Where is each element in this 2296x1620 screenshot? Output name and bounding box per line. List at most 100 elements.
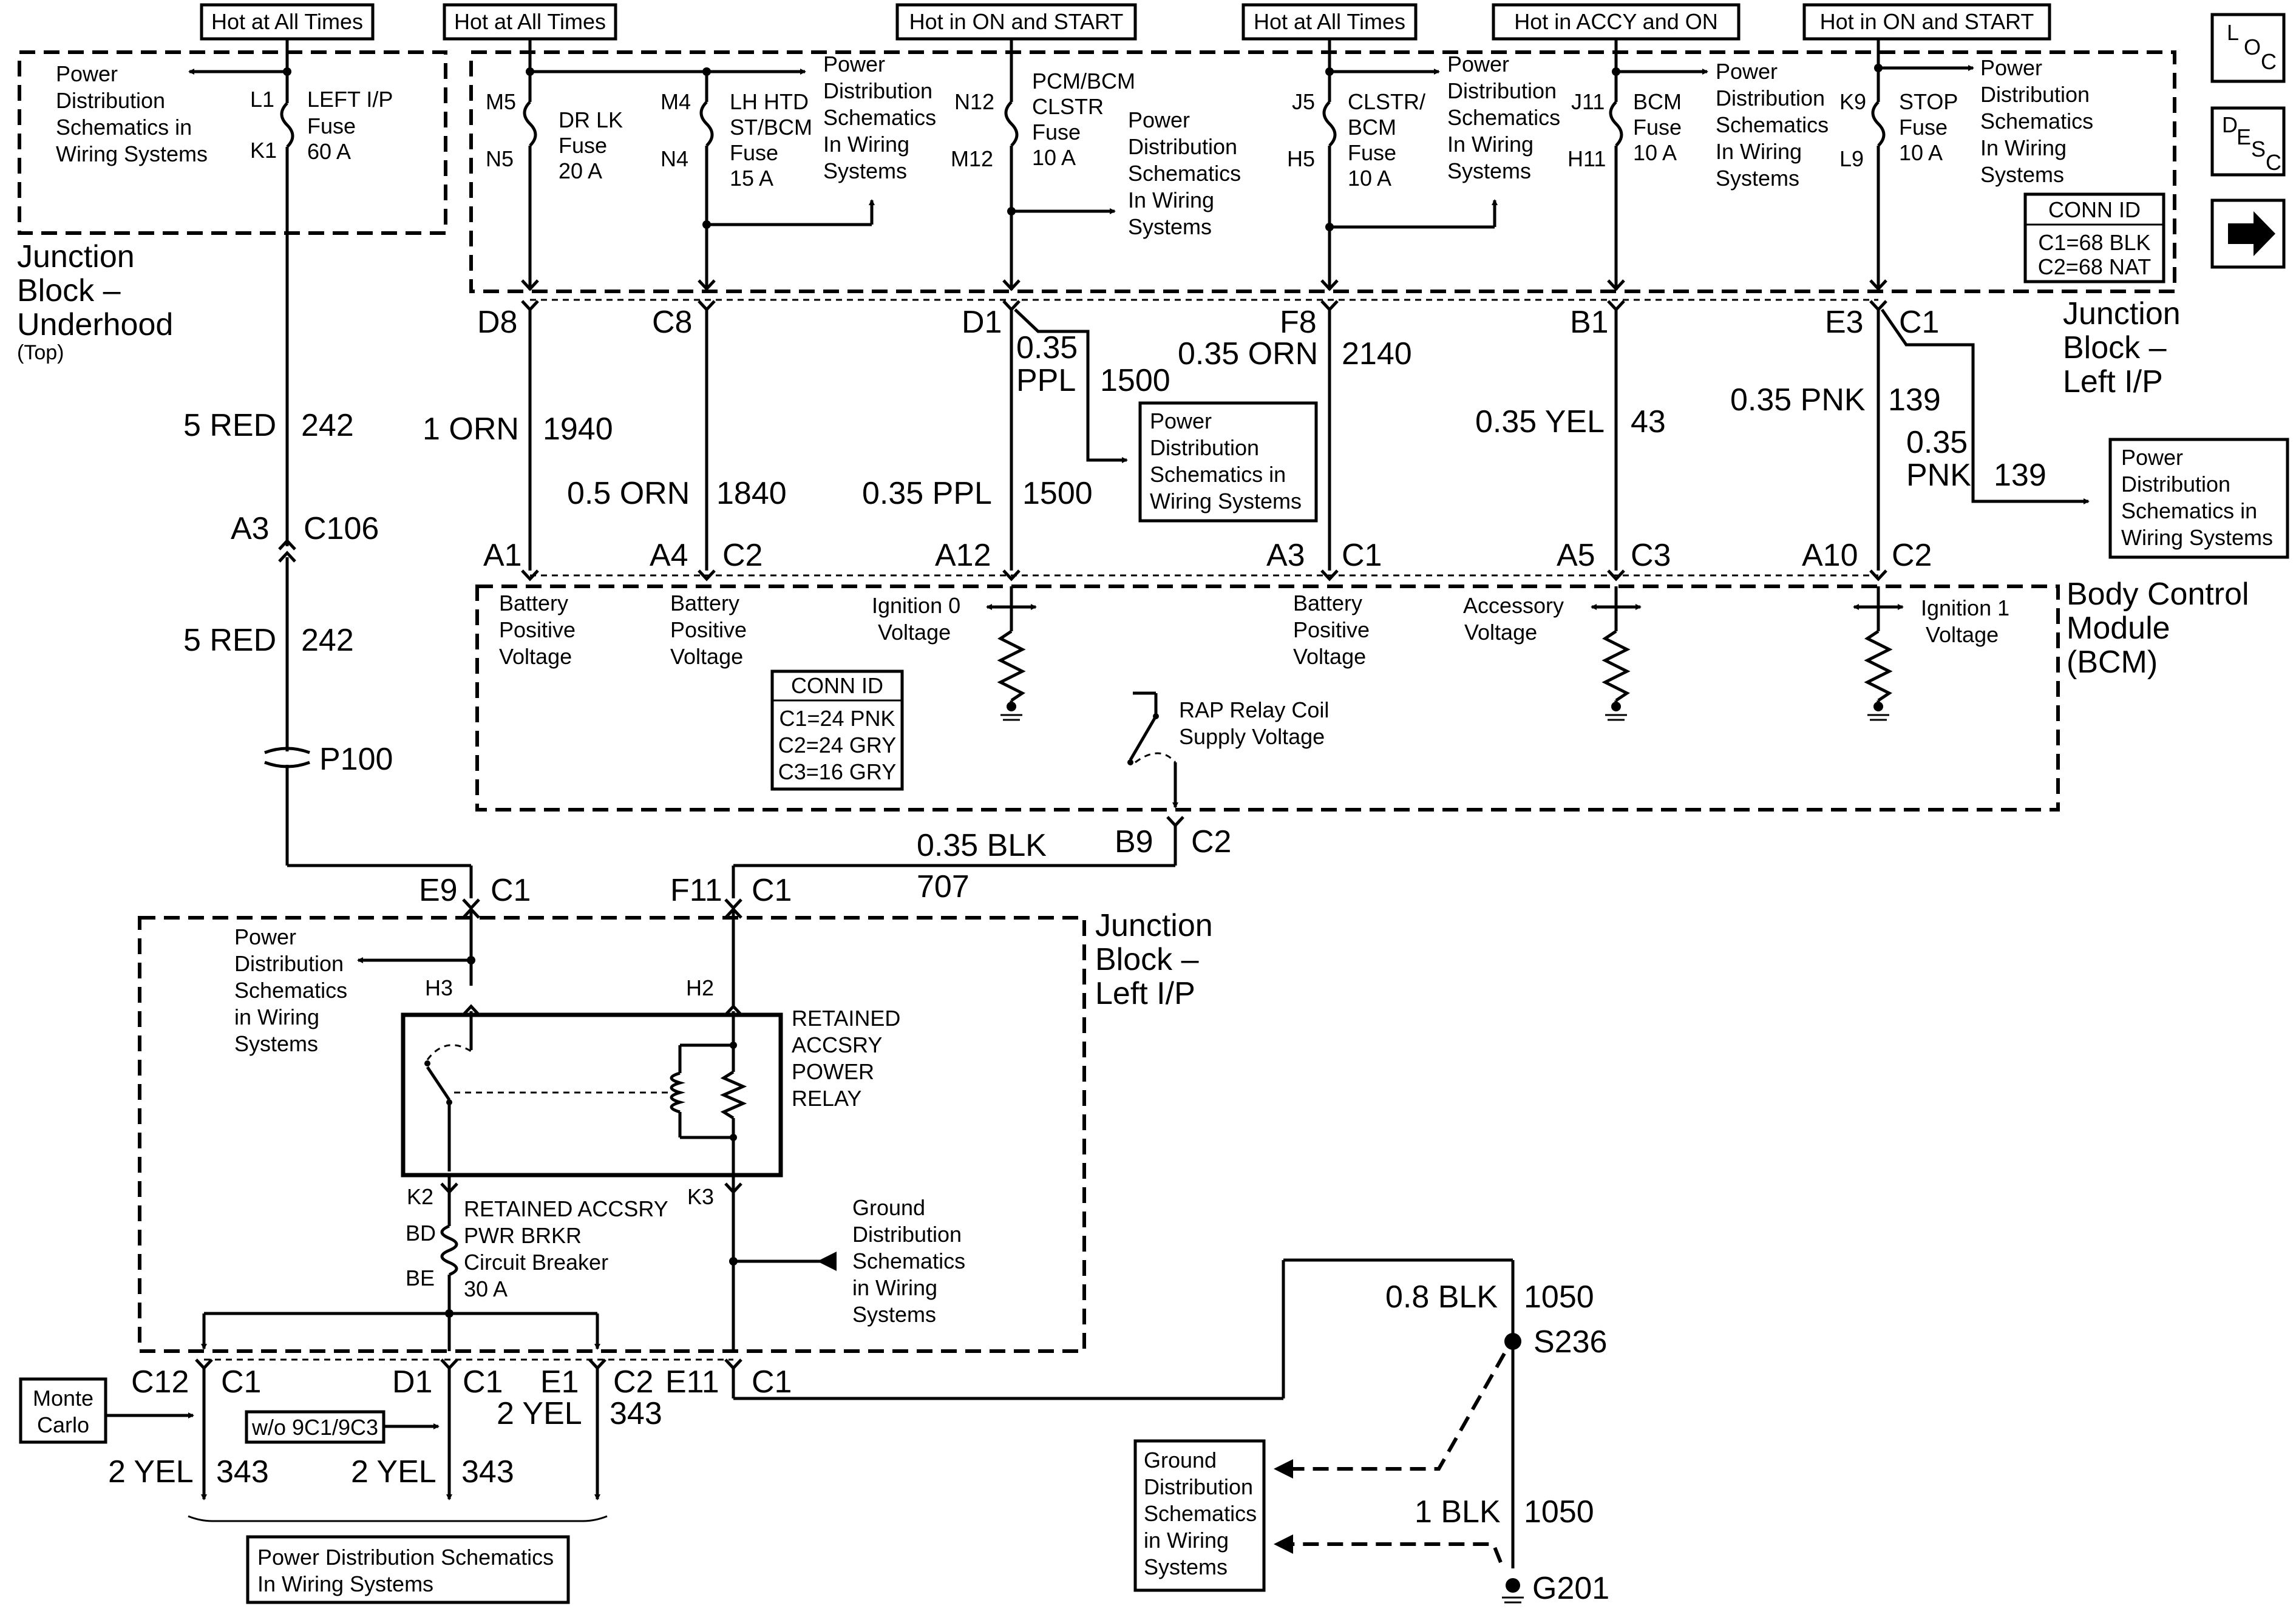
splice-s236: S236 0.8 BLK 1050 1 BLK 1050 — [1274, 1279, 1607, 1564]
wire-1840: 0.5 ORN 1840 — [567, 310, 787, 571]
svg-text:M5: M5 — [486, 89, 516, 114]
svg-text:Systems: Systems — [852, 1302, 936, 1327]
wire-707: B9 C2 0.35 BLK 707 — [732, 816, 1231, 904]
svg-text:Battery: Battery — [670, 591, 739, 615]
svg-text:Carlo: Carlo — [37, 1412, 89, 1437]
header-hot-at-all-times-1: Hot at All Times — [200, 3, 375, 52]
svg-text:Junction: Junction — [1095, 908, 1213, 943]
svg-text:Left I/P: Left I/P — [2063, 364, 2163, 399]
svg-text:LH HTD: LH HTD — [730, 89, 809, 114]
desc-button[interactable]: D E S C — [2210, 106, 2286, 177]
svg-text:1940: 1940 — [543, 412, 613, 447]
svg-text:Hot at All Times: Hot at All Times — [211, 9, 363, 34]
svg-text:707: 707 — [917, 869, 970, 904]
fuse-pcm-bcm-clstr: N12 M12 PCM/BCM CLSTR Fuse 10 A — [951, 52, 1135, 291]
svg-text:139: 139 — [1994, 458, 2046, 493]
svg-text:60 A: 60 A — [307, 139, 351, 164]
wire-139: 0.35 PNK 139 0.35 PNK 139 — [1730, 308, 2090, 571]
fuse-lh-htd-st-bcm: M4 N4 LH HTD ST/BCM Fuse 15 A — [661, 72, 875, 291]
svg-text:H3: H3 — [425, 975, 453, 1000]
junction-block-left-ip-top: Junction Block – Left I/P CONN ID C1=68 … — [469, 50, 2181, 399]
svg-text:Schematics: Schematics — [1447, 105, 1560, 130]
svg-text:Hot at All Times: Hot at All Times — [454, 9, 606, 34]
svg-text:CONN ID: CONN ID — [791, 673, 883, 698]
svg-text:K1: K1 — [250, 138, 277, 163]
svg-text:S: S — [2251, 137, 2266, 161]
svg-text:In Wiring: In Wiring — [1980, 135, 2067, 160]
svg-text:Positive: Positive — [670, 617, 747, 642]
svg-text:Fuse: Fuse — [1899, 115, 1948, 140]
svg-text:RETAINED: RETAINED — [792, 1006, 900, 1031]
svg-text:C1: C1 — [463, 1364, 503, 1400]
svg-text:Accessory: Accessory — [1463, 593, 1564, 618]
svg-text:N5: N5 — [486, 146, 514, 171]
svg-text:in Wiring: in Wiring — [852, 1275, 937, 1300]
svg-text:Left I/P: Left I/P — [1095, 976, 1195, 1011]
ground-distribution-box: Ground Distribution Schematics in Wiring… — [1133, 1439, 1266, 1592]
pd-label-4: Power Distribution Schematics In Wiring … — [1716, 59, 1829, 191]
junction-block-left-ip-bottom: Junction Block – Left I/P E9 C1 F11 C1 P… — [138, 873, 1213, 1353]
svg-text:Power: Power — [56, 61, 118, 86]
pd-label-2: Power Distribution Schematics In Wiring … — [1128, 107, 1241, 239]
svg-text:Power: Power — [1716, 59, 1778, 84]
svg-text:0.35 PNK: 0.35 PNK — [1730, 382, 1866, 418]
svg-text:CONN ID: CONN ID — [2048, 197, 2141, 222]
svg-text:K9: K9 — [1839, 89, 1866, 114]
svg-text:RETAINED ACCSRY: RETAINED ACCSRY — [464, 1196, 668, 1221]
svg-text:C1: C1 — [491, 873, 531, 908]
loc-button[interactable]: L O C — [2210, 13, 2286, 83]
svg-text:Fuse: Fuse — [307, 114, 356, 138]
svg-text:POWER: POWER — [792, 1059, 874, 1084]
svg-text:242: 242 — [301, 623, 354, 658]
svg-text:Power: Power — [1150, 408, 1212, 433]
svg-text:J5: J5 — [1292, 89, 1315, 114]
accessory-input: Accessory Voltage — [1463, 586, 1642, 721]
svg-text:343: 343 — [610, 1396, 662, 1431]
svg-text:Voltage: Voltage — [878, 620, 951, 645]
next-page-button[interactable] — [2210, 198, 2286, 269]
svg-text:BCM: BCM — [1348, 115, 1396, 140]
svg-text:Schematics in: Schematics in — [1150, 462, 1286, 487]
rap-relay-switch: RAP Relay Coil Supply Voltage — [1127, 691, 1329, 808]
pd-label-3: Power Distribution Schematics In Wiring … — [1447, 52, 1560, 183]
svg-text:1840: 1840 — [716, 476, 787, 511]
svg-text:in Wiring: in Wiring — [1144, 1528, 1229, 1553]
svg-text:E9: E9 — [419, 873, 458, 908]
ignition-1-input: Ignition 1 Voltage — [1853, 586, 2009, 721]
svg-text:C: C — [2266, 150, 2281, 175]
svg-text:20 A: 20 A — [559, 158, 602, 183]
svg-text:BD: BD — [406, 1221, 436, 1246]
svg-text:D: D — [2222, 112, 2238, 137]
fuse-clstr-bcm: J5 H5 CLSTR/ BCM Fuse 10 A — [1287, 52, 1498, 291]
svg-text:1 ORN: 1 ORN — [423, 412, 519, 447]
svg-text:Distribution: Distribution — [852, 1222, 962, 1247]
svg-text:K3: K3 — [687, 1184, 714, 1209]
svg-text:(BCM): (BCM) — [2067, 645, 2158, 680]
svg-text:Ignition 0: Ignition 0 — [872, 593, 960, 618]
svg-text:Voltage: Voltage — [499, 644, 572, 669]
svg-text:Distribution: Distribution — [1447, 78, 1557, 103]
svg-text:PWR BRKR: PWR BRKR — [464, 1223, 582, 1248]
svg-text:Wiring Systems: Wiring Systems — [56, 141, 208, 166]
wire-2140: 0.35 ORN 2140 — [1178, 310, 1412, 571]
svg-text:Monte: Monte — [33, 1386, 93, 1411]
svg-text:15 A: 15 A — [730, 166, 773, 191]
svg-text:Block –: Block – — [17, 273, 121, 308]
svg-text:w/o 9C1/9C3: w/o 9C1/9C3 — [251, 1415, 378, 1440]
svg-text:Power: Power — [1447, 52, 1509, 76]
svg-text:O: O — [2244, 35, 2261, 59]
svg-text:L1: L1 — [250, 87, 274, 112]
header-hot-in-on-and-start-2: Hot in ON and START — [1802, 3, 2051, 52]
svg-text:C8: C8 — [652, 305, 692, 340]
svg-text:A3: A3 — [1266, 538, 1305, 573]
svg-text:Distribution: Distribution — [1144, 1474, 1253, 1499]
pd-box-139: Power Distribution Schematics in Wiring … — [2108, 438, 2289, 559]
pd-box-bottom: Power Distribution Schematics In Wiring … — [246, 1535, 570, 1604]
monte-carlo-box: Monte Carlo — [19, 1377, 194, 1444]
svg-text:A4: A4 — [650, 538, 688, 573]
svg-text:0.35 PPL: 0.35 PPL — [862, 476, 992, 511]
svg-text:1050: 1050 — [1524, 1279, 1594, 1315]
svg-text:RAP Relay Coil: RAP Relay Coil — [1179, 697, 1329, 722]
svg-text:N12: N12 — [954, 89, 994, 114]
header-hot-in-accy-and-on: Hot in ACCY and ON — [1492, 3, 1741, 52]
